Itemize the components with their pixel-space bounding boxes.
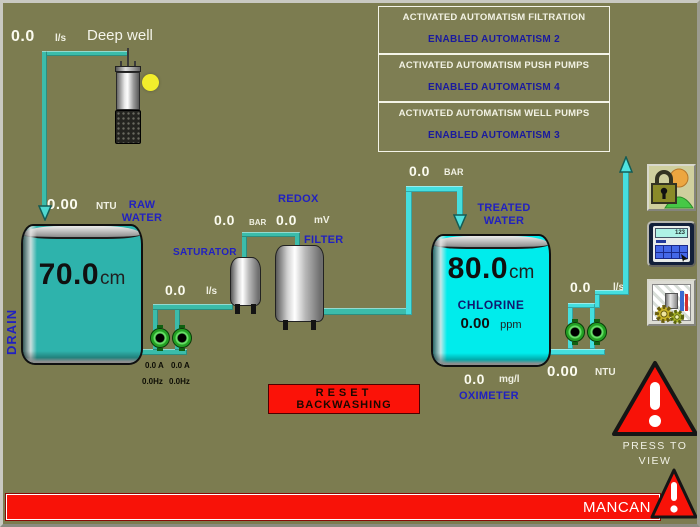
raw-pump2-freq: 0.0Hz — [169, 377, 190, 386]
reset-button-line1: RESET — [315, 387, 373, 399]
pipe-treated-rise — [595, 290, 600, 308]
redox-label: REDOX — [278, 193, 319, 205]
pipe-saturator-up — [242, 232, 247, 259]
deep-well-label: Deep well — [87, 27, 153, 44]
raw-pump2-amps: 0.0 A — [171, 361, 190, 370]
login-button[interactable] — [647, 164, 696, 211]
filter-label: FILTER — [304, 234, 344, 246]
pipe-filter-inlet — [295, 232, 300, 252]
raw-level-value: 70.0 — [38, 258, 100, 291]
raw-pump1-freq: 0.0Hz — [142, 377, 163, 386]
treated-pump-1-indicator — [565, 319, 585, 345]
press-to-view-line1: PRESS TO — [622, 440, 688, 452]
alarm-banner-text: MANCAN — [582, 498, 651, 516]
raw-pumps-flow-value: 0.0 — [165, 282, 186, 298]
saturator-vessel — [230, 257, 261, 314]
filter-outlet-pressure-unit: BAR — [444, 167, 464, 177]
raw-pump-2-indicator — [172, 325, 192, 351]
status-title: ACTIVATED AUTOMATISM FILTRATION — [402, 12, 586, 23]
lock-user-icon — [651, 168, 694, 209]
keypad-display: 123 — [655, 228, 688, 238]
treated-level-unit: cm — [509, 262, 535, 283]
chlorine-label: CHLORINE — [457, 298, 525, 312]
pipe-well-vertical — [42, 51, 47, 207]
keypad-button[interactable]: 123 — [647, 221, 696, 267]
alarm-banner-triangle[interactable] — [649, 467, 699, 521]
status-title: ACTIVATED AUTOMATISM PUSH PUMPS — [398, 60, 590, 71]
status-enabled: ENABLED AUTOMATISM 2 — [428, 34, 560, 45]
oximeter-unit: mg/l — [499, 374, 520, 385]
redox-unit: mV — [314, 215, 330, 226]
raw-level-unit: cm — [100, 268, 126, 289]
status-box-filtration: ACTIVATED AUTOMATISM FILTRATION ENABLED … — [378, 6, 610, 54]
raw-pumps-flow-unit: l/s — [206, 286, 218, 297]
treated-pumps-flow-value: 0.0 — [570, 279, 591, 295]
status-title: ACTIVATED AUTOMATISM WELL PUMPS — [398, 108, 590, 119]
redox-value: 0.0 — [276, 212, 297, 228]
pipe-treated-out — [595, 290, 629, 295]
chlorine-reading: 0.00 ppm — [433, 315, 549, 333]
cursor-arrow-icon — [681, 254, 688, 262]
treated-turbidity-value: 0.00 — [547, 363, 579, 380]
status-enabled: ENABLED AUTOMATISM 3 — [428, 130, 560, 141]
drain-label: DRAIN — [4, 308, 19, 355]
alarm-banner[interactable]: MANCAN — [6, 494, 660, 520]
pipe-treated-header — [568, 303, 595, 308]
filter-outlet-pressure-value: 0.0 — [409, 163, 430, 179]
pipe-saturator-filter — [242, 232, 300, 237]
treated-pump-2-indicator — [587, 319, 607, 345]
saturator-label: SATURATOR — [173, 247, 237, 258]
pipe-treated-suction — [549, 349, 605, 355]
treated-level-value: 80.0 — [447, 252, 509, 285]
raw-pump-1-indicator — [150, 325, 170, 351]
raw-pump1-amps: 0.0 A — [145, 361, 164, 370]
reset-backwashing-button[interactable]: RESET BACKWASHING — [268, 384, 420, 414]
outflow-arrow-up-icon — [619, 156, 633, 173]
saturator-pressure-value: 0.0 — [214, 212, 235, 228]
oximeter-label: OXIMETER — [459, 390, 519, 402]
status-box-push-pumps: ACTIVATED AUTOMATISM PUSH PUMPS ENABLED … — [378, 54, 610, 102]
saturator-pressure-unit: BAR — [249, 218, 267, 227]
pipe-treated-inlet — [457, 186, 463, 216]
pipe-raw-suction — [141, 349, 187, 355]
chlorine-unit: ppm — [500, 319, 522, 331]
alarm-warning-triangle[interactable] — [611, 360, 699, 438]
flow-arrow-down-icon — [38, 205, 52, 221]
reset-button-line2: BACKWASHING — [296, 399, 392, 411]
pipe-top-treated — [406, 186, 463, 192]
treated-turbidity-unit: NTU — [595, 367, 616, 378]
pipe-riser-right — [623, 171, 629, 295]
machine-settings-icon — [652, 284, 691, 325]
deep-well-flow-unit: l/s — [55, 33, 67, 44]
treated-inlet-arrow-icon — [453, 214, 467, 230]
raw-water-tank: 70.0 cm — [21, 224, 143, 365]
status-enabled: ENABLED AUTOMATISM 4 — [428, 82, 560, 93]
automation-status-panel: ACTIVATED AUTOMATISM FILTRATION ENABLED … — [378, 6, 610, 152]
status-box-well-pumps: ACTIVATED AUTOMATISM WELL PUMPS ENABLED … — [378, 102, 610, 152]
pipe-well-horizontal — [43, 51, 128, 56]
filter-vessel — [275, 245, 324, 330]
deep-well-flow-value: 0.0 — [11, 28, 35, 45]
well-pump-icon — [115, 48, 141, 145]
press-to-view-line2: VIEW — [638, 455, 672, 467]
oximeter-value: 0.0 — [464, 371, 485, 387]
pipe-filter-outlet — [301, 308, 411, 315]
chlorine-value: 0.00 — [460, 315, 490, 332]
pipe-raw-discharge — [153, 304, 233, 310]
treated-water-tank: 80.0 cm CHLORINE 0.00 ppm — [431, 234, 551, 367]
raw-turbidity-unit: NTU — [96, 201, 117, 212]
raw-turbidity-value: 0.00 — [47, 196, 79, 213]
well-pump-status-lamp — [142, 74, 159, 91]
keypad-icon: 123 — [653, 226, 690, 262]
pipe-riser-left — [406, 186, 412, 315]
treated-pumps-flow-unit: l/s — [613, 282, 625, 293]
maintenance-button[interactable] — [647, 279, 696, 326]
